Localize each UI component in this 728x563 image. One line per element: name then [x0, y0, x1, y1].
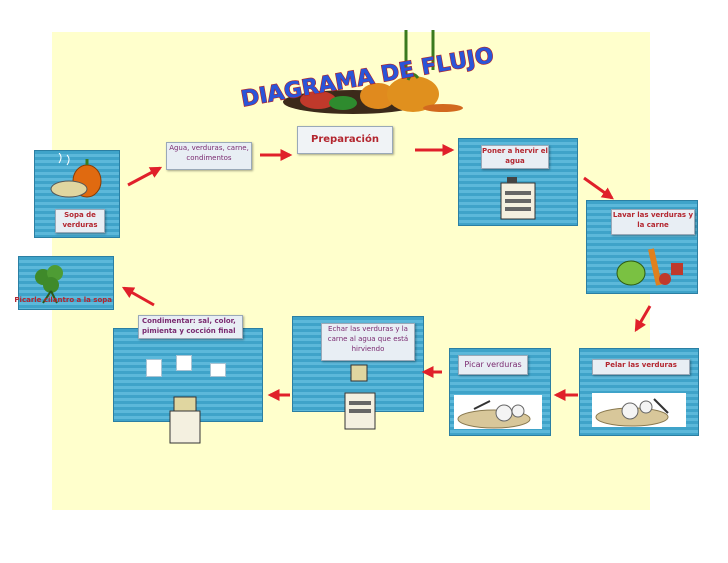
cilantro-icon — [35, 265, 63, 304]
panel-hervir: Poner a hervir el agua — [458, 138, 578, 226]
soup-pot-icon — [50, 153, 102, 198]
node-cilantro: Picarle cilantro a la sopa — [14, 296, 112, 304]
stove-icon — [344, 364, 376, 430]
node-pelar: Pelar las verduras — [592, 359, 690, 375]
arrow-1 — [127, 166, 163, 187]
node-ingredientes: Agua, verduras, carne, condimentos — [166, 142, 252, 170]
node-preparacion: Preparación — [297, 126, 393, 154]
vegetables-icon — [616, 248, 683, 286]
salt-shaker-icon — [176, 355, 192, 371]
panel-sopa: Sopa de verduras — [34, 150, 120, 238]
panel-echar: Echar las verduras y la carne al agua qu… — [292, 316, 424, 430]
panel-cilantro — [18, 256, 114, 310]
node-echar: Echar las verduras y la carne al agua qu… — [321, 323, 415, 361]
panel-lavar: Lavar las verduras y la carne — [586, 200, 698, 294]
arrow-9 — [121, 286, 155, 307]
node-picar: Picar verduras — [458, 355, 528, 375]
salt-shaker-icon — [146, 359, 162, 377]
arrow-4 — [583, 176, 614, 200]
diagram-title-group: DIAGRAMA DE FLUJO — [228, 25, 498, 114]
cutting-board-icon — [454, 395, 542, 429]
node-lavar: Lavar las verduras y la carne — [611, 209, 695, 235]
stove-icon — [500, 177, 536, 220]
salt-shaker-icon — [210, 363, 226, 377]
cutting-board-icon — [592, 393, 686, 427]
panel-pelar: Pelar las verduras — [579, 348, 699, 436]
arrow-5 — [634, 305, 652, 333]
panel-condimentar: Condimentar: sal, color, pimienta y cocc… — [113, 315, 263, 444]
stove-icon — [169, 396, 201, 444]
panel-picar: Picar verduras — [449, 348, 551, 436]
node-condimentar: Condimentar: sal, color, pimienta y cocc… — [138, 315, 243, 339]
node-sopa: Sopa de verduras — [55, 209, 105, 233]
vegetable-basket-icon: DIAGRAMA DE FLUJO — [239, 25, 496, 114]
node-hervir: Poner a hervir el agua — [481, 145, 549, 169]
